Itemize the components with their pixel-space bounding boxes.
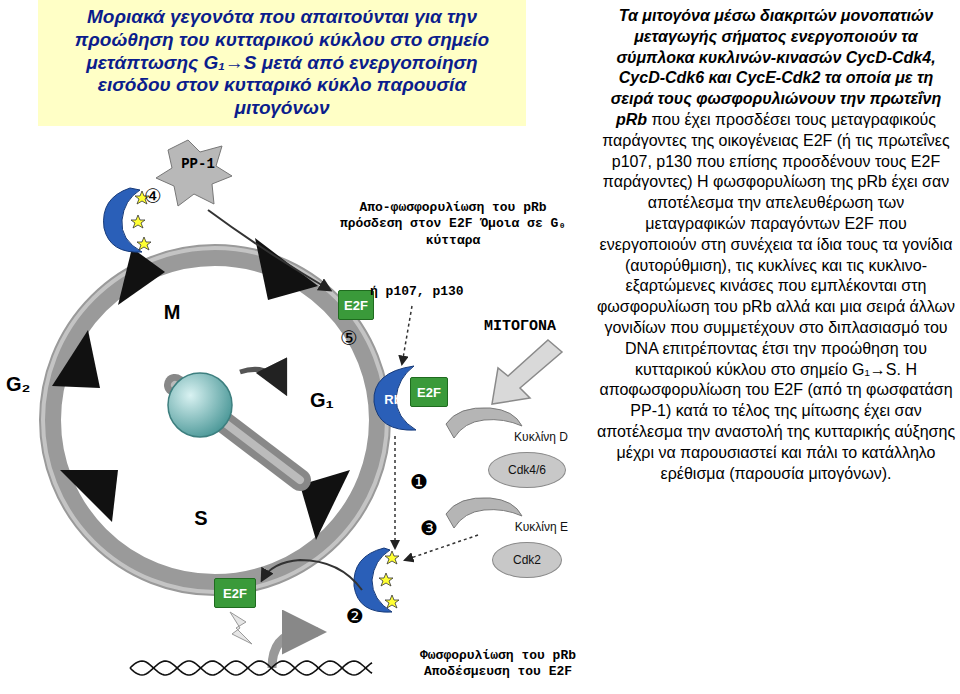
- node-label: Cdk4/6: [508, 463, 546, 477]
- callout-number: ❸: [414, 516, 444, 541]
- node-label: Cdk2: [513, 553, 541, 567]
- cyclin-shape: Κυκλίνη E: [444, 494, 572, 538]
- e2f-box: E2F: [214, 578, 256, 608]
- phosphatase-symbol: [156, 140, 232, 206]
- paragraph-text: Τα μιτογόνα μέσω διακριτών μονοπατιών με…: [611, 7, 941, 128]
- node-label: Κυκλίνη E: [515, 520, 568, 534]
- e2f-box: E2F: [338, 290, 374, 320]
- annotation-label: Φωσφορυλίωση του pRb Αποδέσμευση του E2F: [400, 648, 596, 681]
- callout-number: ⑤: [334, 326, 364, 351]
- activation-bolt: [230, 612, 252, 644]
- node-label: E2F: [223, 586, 247, 601]
- dna-strand: [130, 661, 372, 675]
- dna-helix: [130, 661, 372, 675]
- dephosphorylation-arrow: [208, 210, 330, 290]
- dna-strand: [130, 661, 372, 675]
- annotation-label: G₂: [6, 372, 50, 397]
- spindle-illustration: [168, 369, 300, 480]
- annotation-label: ΜΙΤΟΓΟΝΑ: [484, 318, 584, 337]
- cyclin-shape: Κυκλίνη D: [444, 404, 572, 448]
- leader-line: [402, 306, 412, 364]
- cell-cycle-ring: [43, 238, 387, 592]
- phospho-rb-bottom: [354, 548, 399, 612]
- callout-number: ❶: [404, 470, 434, 495]
- node-label: Κυκλίνη D: [514, 430, 568, 444]
- paragraph-text: που έχει προσδέσει τους μεταγραφικούς πα…: [597, 111, 955, 482]
- mitogen-arrow: [492, 340, 562, 404]
- explanation-text: Τα μιτογόνα μέσω διακριτών μονοπατιών με…: [596, 6, 956, 484]
- cdk-shape: Cdk4/6: [488, 452, 566, 488]
- rb-protein: Rb: [376, 374, 410, 424]
- annotation-label: G₁: [310, 388, 354, 413]
- node-label: E2F: [417, 385, 441, 400]
- annotation-label: S: [186, 506, 216, 531]
- node-label: E2F: [344, 298, 368, 313]
- phospho-rb-top: [104, 188, 151, 252]
- release-arrow: [262, 560, 362, 590]
- callout-number: ❷: [340, 604, 370, 629]
- annotation-label: ή p107, p130: [370, 284, 490, 300]
- phosphorylation-arrow: [394, 436, 396, 548]
- callout-number: ④: [138, 184, 168, 209]
- annotation-label: Απο-φωσφορυλίωση του pRb πρόσδεση στον E…: [338, 200, 568, 249]
- annotation-label: M: [152, 300, 192, 325]
- e2f-box: E2F: [410, 377, 448, 407]
- annotation-label: PP-1: [168, 156, 228, 174]
- title-box: Μοριακά γεγονότα που απαιτούνται για την…: [38, 0, 526, 126]
- phosphorylation-arrow: [405, 535, 478, 560]
- title-text: Μοριακά γεγονότα που απαιτούνται για την…: [48, 6, 516, 120]
- cdk-shape: Cdk2: [492, 542, 562, 578]
- node-label: Rb: [384, 392, 401, 407]
